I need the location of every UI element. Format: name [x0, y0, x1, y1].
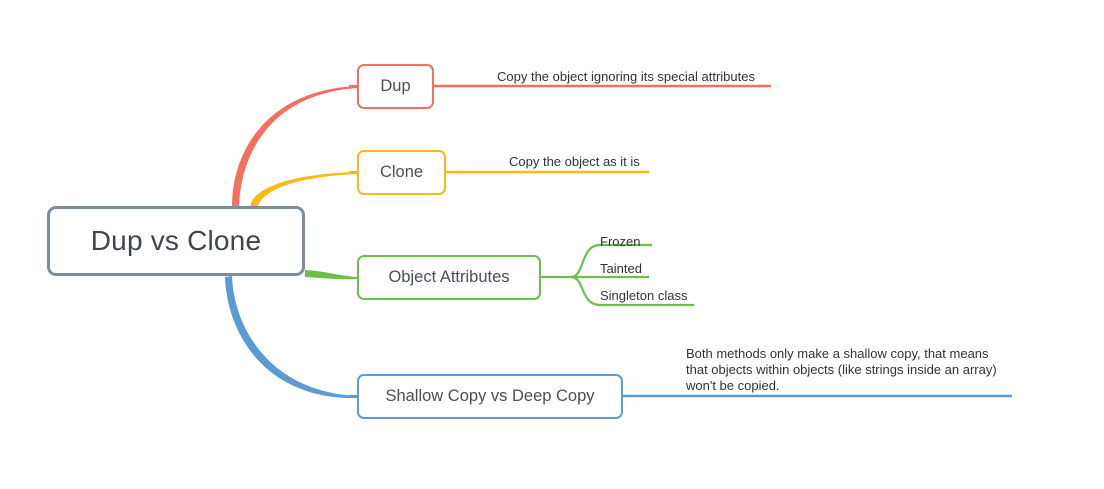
note-shallow-vs-deep: Both methods only make a shallow copy, t… [686, 346, 997, 393]
branch-node-shallow-vs-deep[interactable]: Shallow Copy vs Deep Copy [357, 374, 623, 419]
connector-root-objattr [305, 270, 357, 280]
leaf-label-frozen[interactable]: Frozen [600, 234, 641, 249]
note-dup: Copy the object ignoring its special att… [497, 69, 755, 84]
leaf-label-tainted[interactable]: Tainted [600, 261, 642, 276]
connector-root-dup [232, 86, 357, 209]
note-clone: Copy the object as it is [509, 154, 640, 169]
connector-root-clone [250, 172, 357, 209]
connector-root-shallow [225, 276, 357, 399]
branch-node-clone[interactable]: Clone [357, 150, 446, 195]
branch-node-object-attributes[interactable]: Object Attributes [357, 255, 541, 300]
leaf-label-singleton-class[interactable]: Singleton class [600, 288, 688, 303]
root-node[interactable]: Dup vs Clone [47, 206, 305, 276]
branch-node-dup[interactable]: Dup [357, 64, 434, 109]
